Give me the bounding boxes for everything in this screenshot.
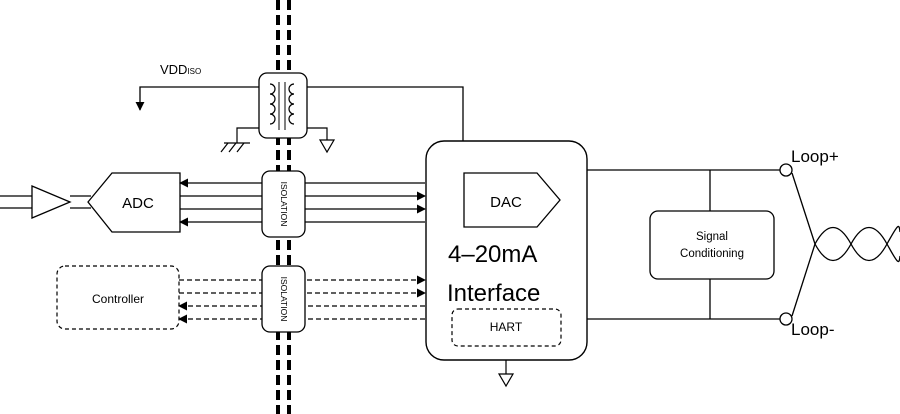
dac-label: DAC <box>490 194 522 211</box>
interface-title-line1: 4–20mA <box>448 241 537 268</box>
controller-block: Controller <box>56 265 180 330</box>
chassis-ground-icon <box>220 127 259 153</box>
isolator-controller: ISOLATION <box>261 265 306 333</box>
hart-block <box>451 308 562 347</box>
isolation-transformer <box>258 72 308 139</box>
loop-plus-label: Loop+ <box>791 147 839 166</box>
loop-terminals: Loop+ Loop- <box>779 147 839 339</box>
vdd-iso-supply: VDDISO <box>135 62 259 111</box>
twisted-pair-icon <box>791 172 900 317</box>
interface-title-line2: Interface <box>447 280 540 307</box>
isolation-label: ISOLATION <box>279 182 289 227</box>
adc-label: ADC <box>122 195 154 212</box>
hart-label: HART <box>490 320 523 334</box>
vdd-subscript: ISO <box>187 67 201 76</box>
vdd-label: VDD <box>160 62 187 77</box>
interface-block: DAC 4–20mA Interface HART <box>425 140 588 361</box>
loop-plus-terminal <box>779 163 793 177</box>
isolation-barrier <box>276 0 291 414</box>
signal-conditioning-label-line1: Signal <box>696 231 728 243</box>
isolator-adc: ISOLATION <box>261 170 306 238</box>
input-amplifier-icon <box>0 185 91 219</box>
signal-ground-icon <box>307 127 336 154</box>
isolation-label: ISOLATION <box>279 277 289 322</box>
adc-block: ADC <box>87 172 181 233</box>
loop-minus-terminal <box>779 312 793 326</box>
signal-conditioning-label-line2: Conditioning <box>680 248 744 260</box>
signal-conditioning-block: Signal Conditioning <box>649 210 775 280</box>
interface-ground-icon <box>497 360 515 388</box>
supply-line-to-interface <box>307 86 464 141</box>
loop-minus-label: Loop- <box>791 320 834 339</box>
svg-text:VDDISO: VDDISO <box>160 62 201 77</box>
controller-label: Controller <box>92 292 144 306</box>
